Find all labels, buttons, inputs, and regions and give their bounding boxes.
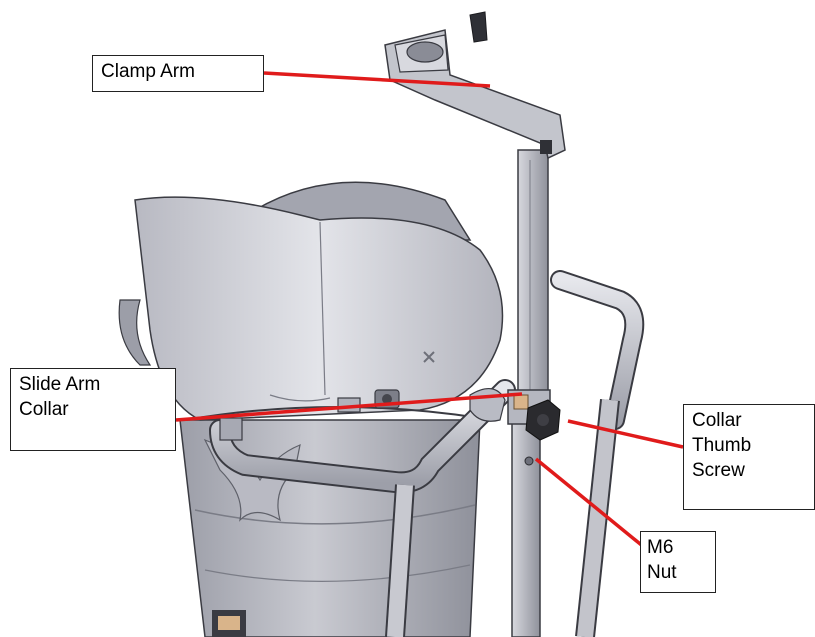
callout-collar-thumb-screw: Collar Thumb Screw — [683, 404, 815, 510]
callout-slide-arm-collar: Slide Arm Collar — [10, 368, 176, 451]
callout-m6-nut: M6 Nut — [640, 531, 716, 593]
leader-collar-thumb-screw — [567, 419, 684, 449]
bottom-bracket — [212, 610, 246, 637]
thumb-screw-knob — [525, 399, 561, 441]
clamp-arm-part — [384, 11, 566, 160]
leader-lines — [175, 71, 684, 554]
callout-clamp-arm: Clamp Arm — [92, 55, 264, 92]
leader-slide-arm-collar — [175, 392, 523, 422]
tube-frame — [209, 270, 645, 637]
bucket-liner — [118, 196, 504, 421]
leader-m6-nut — [534, 457, 652, 554]
leader-clamp-arm — [263, 71, 491, 88]
